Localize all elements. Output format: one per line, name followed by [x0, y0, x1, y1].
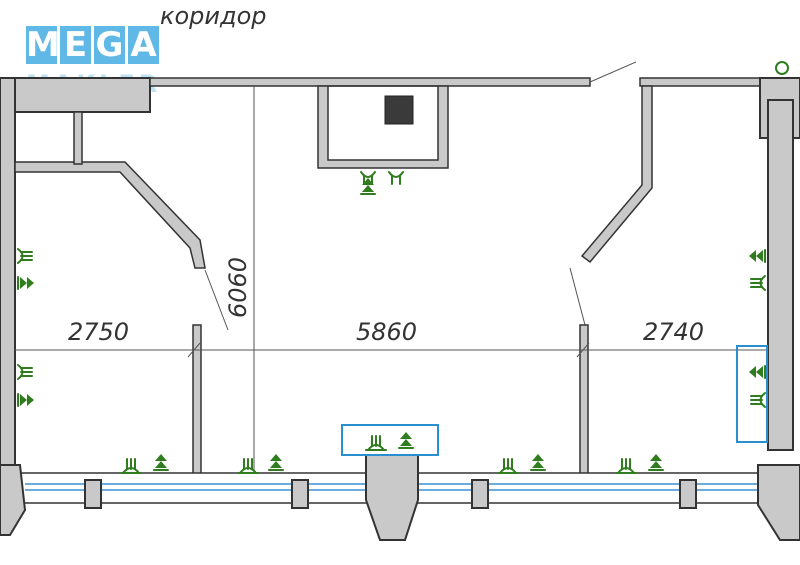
logo-letter: A	[128, 26, 159, 64]
socket-icon	[497, 458, 519, 474]
socket-icon	[615, 458, 637, 474]
window-pier-1	[84, 479, 102, 509]
top-wall	[149, 77, 591, 87]
right-door-swing	[569, 267, 586, 326]
bottom-right-corner	[757, 464, 800, 541]
socket-icon	[17, 364, 33, 380]
network-socket-icon	[530, 454, 546, 471]
right-partition	[580, 85, 653, 264]
window-pier-2	[291, 479, 309, 509]
network-socket-icon	[749, 249, 766, 263]
height-dim-label: 6060	[224, 257, 252, 318]
network-socket-icon	[749, 365, 766, 379]
dim-center-label: 5860	[356, 318, 417, 346]
door-swing	[589, 61, 637, 83]
socket-icon	[237, 458, 259, 474]
tick-left	[187, 342, 201, 358]
left-door-swing	[204, 269, 229, 331]
top-wall-right	[639, 77, 761, 87]
top-right-socket-icon	[775, 61, 789, 75]
dim-right-label: 2740	[643, 318, 704, 346]
socket-icon	[120, 458, 142, 474]
network-socket-icon	[153, 454, 169, 471]
left-wall	[0, 77, 16, 474]
network-socket-icon	[360, 178, 376, 195]
left-partition-post	[73, 111, 83, 165]
socket-icon	[17, 248, 33, 264]
network-socket-icon	[648, 454, 664, 471]
socket-box-right	[736, 345, 768, 443]
logo-letter: E	[60, 26, 91, 64]
socket-icon	[750, 275, 766, 291]
inner-wall-right	[579, 324, 589, 476]
left-partition	[14, 161, 206, 269]
top-wall-left	[0, 77, 151, 113]
logo-letter: G	[94, 25, 125, 65]
central-shaft	[317, 85, 449, 169]
window-pier-3	[471, 479, 489, 509]
socket-icon	[365, 435, 387, 451]
shaft-column	[384, 95, 414, 125]
bottom-left-corner	[0, 464, 27, 536]
network-socket-icon	[398, 432, 414, 449]
logo-letter: M	[26, 25, 60, 65]
dim-left-label: 2750	[68, 318, 129, 346]
socket-group	[17, 171, 766, 474]
window-pier-4	[679, 479, 697, 509]
corridor-label: коридор	[160, 2, 267, 30]
network-socket-icon	[268, 454, 284, 471]
socket-icon	[388, 171, 404, 185]
right-column	[767, 99, 794, 451]
tick-right	[576, 342, 590, 358]
network-socket-icon	[17, 393, 34, 407]
inner-wall-left	[192, 324, 202, 476]
bottom-center-column	[365, 454, 419, 541]
network-socket-icon	[17, 276, 34, 290]
socket-icon	[750, 392, 766, 408]
socket-box-center	[341, 424, 439, 456]
